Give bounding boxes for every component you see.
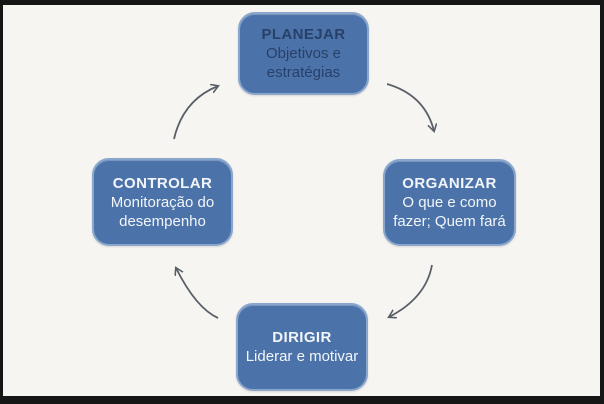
node-description: Objetivos e estratégias xyxy=(265,45,342,81)
cycle-arrows xyxy=(173,83,600,319)
node-description: O que e como fazer; Quem fará xyxy=(393,194,506,230)
node-dirigir: DIRIGIR Liderar e motivar xyxy=(236,303,368,391)
arrow-organizar-to-dirigir xyxy=(389,264,433,317)
arrow-planejar-to-organizar xyxy=(386,83,434,131)
diagram-canvas: PLANEJAR Objetivos e estratégias ORGANIZ… xyxy=(3,5,600,396)
node-controlar: CONTROLAR Monitoração do desempenho xyxy=(92,158,233,246)
arrow-controlar-to-planejar xyxy=(173,86,218,140)
node-organizar: ORGANIZAR O que e como fazer; Quem fará xyxy=(383,159,516,246)
node-description: Liderar e motivar xyxy=(245,348,359,365)
node-title: ORGANIZAR xyxy=(402,175,497,192)
node-description: Monitoração do desempenho xyxy=(110,193,215,230)
node-title: PLANEJAR xyxy=(261,26,346,43)
node-title: CONTROLAR xyxy=(112,174,213,192)
node-planejar: PLANEJAR Objetivos e estratégias xyxy=(238,12,369,95)
arrow-dirigir-to-controlar xyxy=(176,268,219,319)
node-title: DIRIGIR xyxy=(272,329,332,346)
